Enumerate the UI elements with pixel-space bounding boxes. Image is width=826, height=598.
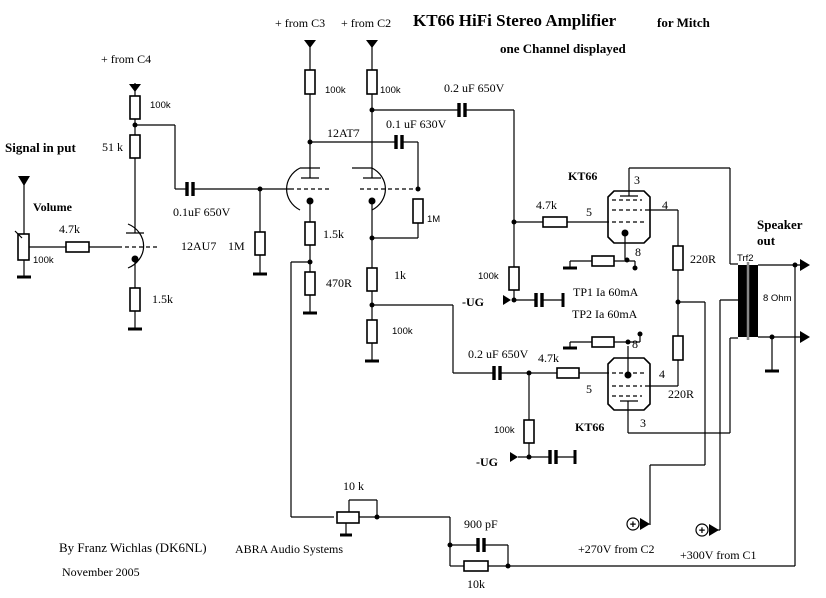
cathode-r-top — [591, 255, 615, 267]
label-ug-top: -UG — [462, 295, 484, 309]
label-kt66-top: KT66 — [568, 169, 598, 183]
label-stage2-1k5: 1.5k — [323, 227, 344, 241]
label-pin5-top: 5 — [586, 205, 592, 219]
grid-stopper-bottom — [556, 367, 580, 379]
label-470r: 470R — [326, 276, 353, 290]
subtitle: one Channel displayed — [500, 41, 626, 56]
label-trf2: Trf2 — [737, 253, 754, 264]
label-c3-100k: 100k — [325, 85, 346, 96]
svg-text:+: + — [699, 525, 705, 537]
tube-kt66-bottom — [605, 357, 651, 411]
grid-leak-top — [508, 266, 520, 291]
output-transformer — [738, 262, 758, 340]
label-8-ohm: 8 Ohm — [763, 293, 792, 304]
label-grid-leak-bottom: 100k — [494, 425, 515, 436]
label-signal-input: Signal in put — [5, 140, 76, 155]
label-feedback-res: 10k — [467, 577, 485, 591]
r-470r — [304, 271, 316, 296]
label-feedback-cap: 900 pF — [464, 517, 498, 531]
grid-stopper-top — [542, 216, 568, 228]
label-from-c4: + from C4 — [101, 52, 152, 66]
volume-pot — [14, 230, 31, 279]
label-c2-100k: 100k — [380, 85, 401, 96]
tube-kt66-top — [605, 190, 651, 244]
input-supply-arrow — [18, 176, 30, 234]
label-pin4-bottom: 4 — [659, 367, 665, 381]
feedback-r-10k — [463, 560, 489, 572]
label-stage1-51k: 51 k — [102, 140, 123, 154]
label-grid-stopper-bottom: 4.7k — [538, 351, 559, 365]
r-100k-tail — [366, 319, 378, 344]
label-tail-100k: 100k — [392, 326, 413, 337]
label-stage1-100k: 100k — [150, 100, 171, 111]
label-grid-stopper-top: 4.7k — [536, 198, 557, 212]
r-1k5-stage2 — [304, 221, 316, 246]
label-270v: +270V from C2 — [578, 542, 655, 556]
r-1k-tail — [366, 267, 378, 292]
title: KT66 HiFi Stereo Amplifier — [413, 11, 617, 30]
screen-r-top — [672, 245, 684, 271]
label-cap-0u2-top: 0.2 uF 650V — [444, 81, 505, 95]
feedback-pot-10k — [336, 511, 360, 524]
label-out: out — [757, 233, 776, 248]
tube-12at7-left — [285, 167, 330, 211]
label-stage1-1k5: 1.5k — [152, 292, 173, 306]
label-from-c2: + from C2 — [341, 16, 392, 30]
label-pin3-top: 3 — [634, 173, 640, 187]
label-pin3-bottom: 3 — [640, 416, 646, 430]
label-screen-r-top: 220R — [690, 252, 717, 266]
label-pin8-top: 8 — [635, 245, 641, 259]
r-1m-grid — [254, 231, 266, 256]
label-tail-1k: 1k — [394, 268, 406, 282]
credit-author: By Franz Wichlas (DK6NL) — [59, 540, 207, 555]
label-300v: +300V from C1 — [680, 548, 757, 562]
tube-12at7-right — [352, 167, 418, 211]
svg-text:+: + — [630, 519, 636, 531]
label-12at7: 12AT7 — [327, 126, 360, 140]
r-1k5-stage1 — [129, 287, 141, 312]
speaker-out-arrow-bottom — [800, 331, 810, 343]
label-grid-1m: 1M — [228, 239, 245, 253]
input-resistor-4k7 — [65, 241, 90, 253]
label-screen-r-bottom: 220R — [668, 387, 695, 401]
label-pin5-bottom: 5 — [586, 382, 592, 396]
cathode-r-bottom — [591, 336, 615, 348]
label-cap-0u1-650: 0.1uF 650V — [173, 205, 231, 219]
r-100k-stage1 — [129, 95, 141, 120]
hv-300-connector: + — [695, 523, 719, 537]
screen-r-bottom — [672, 335, 684, 361]
label-speaker: Speaker — [757, 217, 803, 232]
credit-date: November 2005 — [62, 565, 140, 579]
label-cap-0u1-630: 0.1 uF 630V — [386, 117, 447, 131]
r-100k-c2 — [366, 69, 378, 95]
tube-12au7 — [118, 223, 158, 269]
r-100k-c3 — [304, 69, 316, 95]
label-from-c3: + from C3 — [275, 16, 326, 30]
label-12au7: 12AU7 — [181, 239, 217, 253]
r-51k-stage1 — [129, 134, 141, 159]
grid-leak-bottom — [523, 419, 535, 444]
credit-company: ABRA Audio Systems — [235, 542, 344, 556]
hv-270-connector: + — [626, 517, 650, 531]
label-grid-leak-top: 100k — [478, 271, 499, 282]
label-input-4k7: 4.7k — [59, 222, 80, 236]
label-tp2: TP2 Ia 60mA — [572, 307, 638, 321]
label-stage2-1m: 1M — [427, 214, 441, 225]
label-kt66-bottom: KT66 — [575, 420, 605, 434]
speaker-out-arrow-top — [800, 259, 810, 271]
label-pin4-top: 4 — [662, 198, 668, 212]
title-for: for Mitch — [657, 15, 710, 30]
label-cap-0u2-bottom: 0.2 uF 650V — [468, 347, 529, 361]
label-ug-bottom: -UG — [476, 455, 498, 469]
label-pin8-bottom: 8 — [632, 337, 638, 351]
label-volume-100k: 100k — [33, 255, 54, 266]
label-volume: Volume — [33, 200, 72, 214]
label-tp1: TP1 Ia 60mA — [573, 285, 639, 299]
r-1m-stage2 — [412, 198, 424, 224]
label-feedback-pot: 10 k — [343, 479, 364, 493]
